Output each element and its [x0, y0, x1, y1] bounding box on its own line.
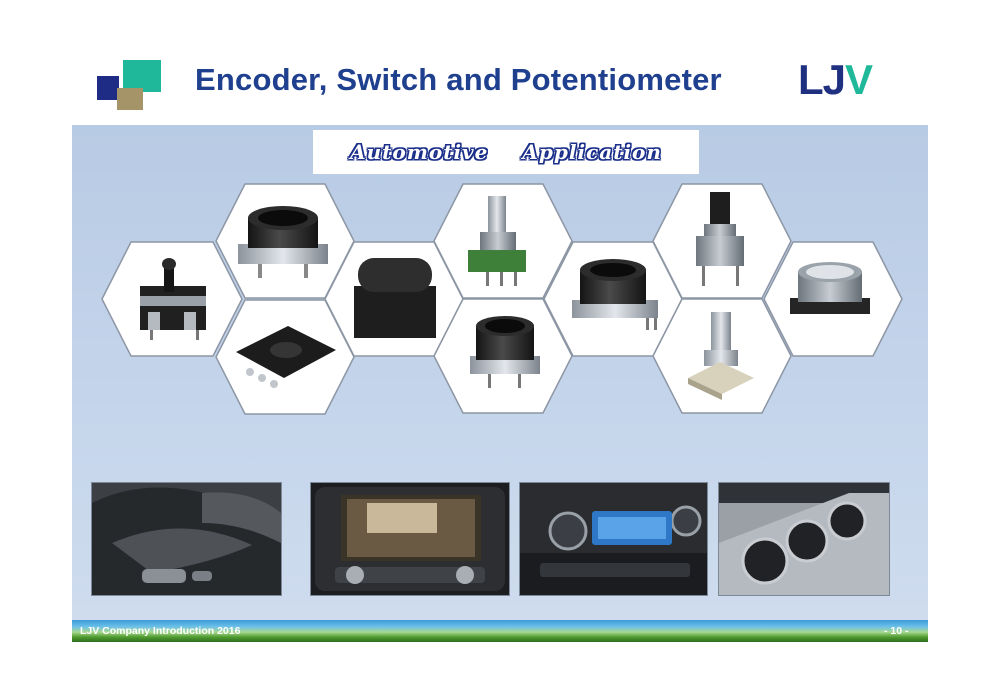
- logo-square-teal: [123, 60, 161, 92]
- hex-hollow-encoder-pins: [543, 241, 683, 357]
- banner-word-application: Application: [522, 140, 662, 164]
- hex-hollow-encoder-small: [433, 298, 573, 414]
- brand-logo: LJV: [798, 56, 873, 104]
- footer-company-text: LJV Company Introduction 2016: [80, 625, 241, 637]
- photo-climate-control-panel: [519, 482, 708, 596]
- hex-smd-switch: [215, 299, 355, 415]
- brand-logo-prefix: LJ: [798, 56, 846, 103]
- logo-square-tan: [117, 88, 143, 110]
- footer-page-number: - 10 -: [884, 625, 909, 637]
- hex-shaft-encoder-pcb: [433, 183, 573, 299]
- application-banner: Automotive Application: [313, 130, 699, 174]
- brand-logo-suffix: V: [845, 56, 873, 103]
- hex-hollow-encoder: [215, 183, 355, 299]
- hex-smd-encoder: [652, 298, 792, 414]
- company-logo-mark: [97, 60, 165, 112]
- hex-toggle-switch: [101, 241, 243, 357]
- banner-word-automotive: Automotive: [350, 140, 489, 164]
- photo-car-seat-controls: [91, 482, 282, 596]
- hex-ring-encoder: [763, 241, 903, 357]
- hex-knurled-encoder: [652, 183, 792, 299]
- hex-tact-switch: [324, 241, 464, 357]
- photo-infotainment-display: [310, 482, 510, 596]
- photo-gauge-cluster: [718, 482, 890, 596]
- footer-bar: [72, 620, 928, 642]
- logo-square-navy: [97, 76, 119, 100]
- slide-title: Encoder, Switch and Potentiometer: [195, 62, 722, 97]
